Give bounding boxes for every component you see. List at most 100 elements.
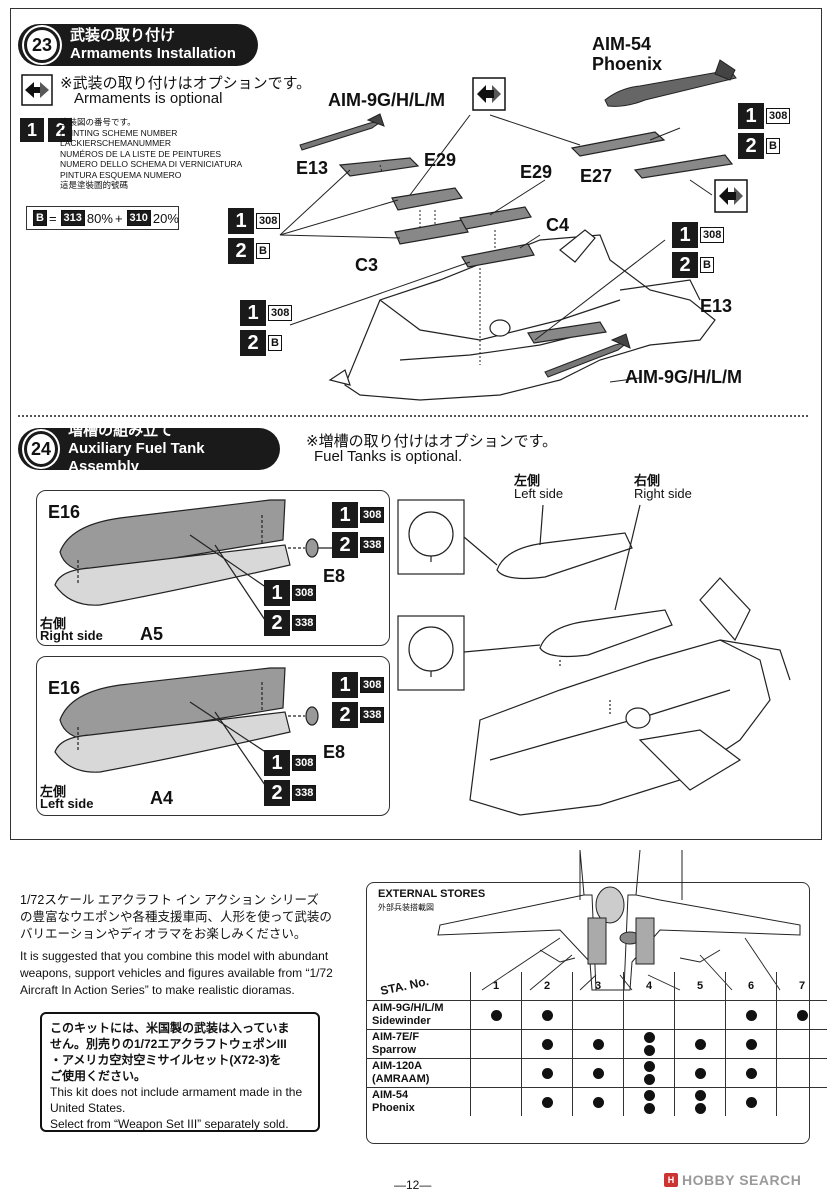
promo-en-line: It is suggested that you combine this mo…: [20, 949, 329, 963]
legend-line: 這是塗裝圖的號碼: [60, 180, 129, 190]
legend-line: LACKIERSCHEMANUMMER: [60, 138, 171, 148]
aim54-missile: [604, 59, 737, 107]
mix-letter: B: [33, 210, 47, 226]
color-code: B: [700, 257, 714, 273]
loadout-dot-icon: [694, 1067, 706, 1079]
weapon-name: AIM-7E/F: [372, 1031, 420, 1043]
promo-text-jp: 1/72スケール エアクラフト イン アクション シリーズ の豊富なウエポンや各…: [20, 892, 332, 943]
station-cell: [674, 1029, 726, 1059]
station-cell: [725, 1087, 777, 1116]
step-24-title-jp: 増槽の組み立て: [68, 422, 174, 439]
label-a5: A5: [140, 624, 164, 644]
promo-text-en: It is suggested that you combine this mo…: [20, 948, 333, 999]
color-code: 308: [766, 108, 791, 124]
page-number: —12—: [394, 1178, 432, 1192]
step-24-header: 24 増槽の組み立て Auxiliary Fuel Tank Assembly: [18, 422, 280, 475]
arrow-icon-right: [714, 179, 748, 213]
color-code: 308: [256, 213, 281, 229]
station-cell: [521, 1087, 573, 1116]
loadout-dot-icon: [541, 1009, 553, 1021]
loadout-dot-icon: [745, 1038, 757, 1050]
step-24-number: 24: [24, 431, 59, 467]
legend-line: NUMÉROS DE LA LISTE DE PEINTURES: [60, 148, 222, 159]
aim9-bottom-missile: [544, 333, 631, 378]
sta-number: 4: [623, 972, 675, 1001]
armament-installation-diagram: [279, 59, 748, 401]
promo-en-line: Aircraft In Action Series” to make reali…: [20, 983, 295, 997]
loadout-dot-icon: [745, 1096, 757, 1108]
step-24-title-en: Auxiliary Fuel Tank Assembly: [68, 440, 205, 475]
loadout-dot-icon: [541, 1096, 553, 1108]
step-23-title-jp: 武装の取り付け: [70, 27, 176, 44]
label-a4: A4: [150, 788, 174, 808]
mix-equals: =: [48, 210, 57, 226]
color-code: 308: [292, 585, 317, 601]
label-e13-left: E13: [296, 158, 329, 178]
legend-line: PINTURA ESQUEMA NUMERO: [60, 169, 182, 180]
loadout-dot-icon: [694, 1038, 706, 1050]
scheme-1-icon: 1: [264, 750, 290, 776]
note-jp-line: ご使用ください。: [50, 1069, 147, 1083]
step-24-optional-jp: ※増槽の取り付けはオプションです。: [306, 433, 558, 450]
scheme-1-icon: 1: [738, 103, 764, 129]
loadout-dot-icon: [490, 1009, 502, 1021]
color-code: 338: [360, 537, 385, 553]
loadout-dot-icon: [592, 1038, 604, 1050]
page-frame: [10, 8, 822, 840]
leader-lines: [279, 114, 713, 383]
label-aim9-bottom: AIM-9G/H/L/M: [625, 367, 742, 387]
scheme-1-icon: 1: [228, 208, 254, 234]
sta-number: 2: [521, 972, 573, 1001]
loadout-dot-icon: [694, 1103, 706, 1114]
step-24-optional-en: Fuel Tanks is optional.: [314, 448, 463, 465]
note-en-line: This kit does not include armament made …: [50, 1085, 303, 1099]
promo-jp-line: 1/72スケール エアクラフト イン アクション シリーズ: [20, 893, 319, 907]
weapon-name: AIM-120A: [372, 1060, 423, 1072]
color-mix-box: B = 313 80% + 310 20%: [26, 206, 179, 230]
station-cell: [623, 1058, 675, 1088]
scheme-legend-icons: 1 2: [20, 118, 73, 148]
label-side-en-box1: Right side: [40, 628, 103, 643]
color-code: 308: [292, 755, 317, 771]
label-e29-b: E29: [520, 162, 553, 182]
pylons: [338, 131, 734, 344]
label-side-jp-box2: 左側: [40, 784, 67, 799]
sta-number: 5: [674, 972, 726, 1001]
legend-line: 塗装図の番号です。: [60, 117, 136, 127]
loadout-dot-icon: [643, 1103, 655, 1114]
sta-number: 1: [470, 972, 522, 1001]
station-cell: [572, 1058, 624, 1088]
optional-arrow-icon: [21, 74, 53, 106]
label-e16-box2: E16: [48, 678, 81, 698]
station-cell: [623, 1029, 675, 1059]
station-cell: [725, 1029, 777, 1059]
weapon-nickname: (AMRAAM): [372, 1073, 430, 1085]
mix-percent-2: 20%: [152, 210, 179, 226]
watermark: H HOBBY SEARCH: [664, 1172, 801, 1188]
scheme-callout-c3: 1 308 2 B: [228, 208, 281, 264]
loadout-dot-icon: [643, 1061, 655, 1072]
scheme-legend-text: 塗装図の番号です。 PAINTING SCHEME NUMBER LACKIER…: [60, 117, 242, 191]
label-e8-box1: E8: [323, 566, 346, 586]
loadout-dot-icon: [643, 1045, 655, 1056]
mix-plus: +: [114, 210, 123, 226]
color-code: 308: [360, 677, 385, 693]
loadout-dot-icon: [592, 1096, 604, 1108]
station-cell: [776, 1087, 827, 1116]
loadout-dot-icon: [745, 1067, 757, 1079]
scheme-callout-pylon: 1 308 2 B: [240, 300, 293, 356]
station-cell: [470, 1000, 522, 1030]
color-code: B: [268, 335, 282, 351]
loadout-dot-icon: [541, 1038, 553, 1050]
aircraft-with-tanks: [397, 499, 791, 816]
sta-number: 6: [725, 972, 777, 1001]
watermark-text: HOBBY SEARCH: [682, 1172, 802, 1188]
scheme-2-icon: 2: [332, 532, 358, 558]
scheme-2-icon: 2: [240, 330, 266, 356]
label-side-jp-box1: 右側: [40, 616, 67, 631]
scheme-2-icon: 2: [48, 118, 73, 142]
